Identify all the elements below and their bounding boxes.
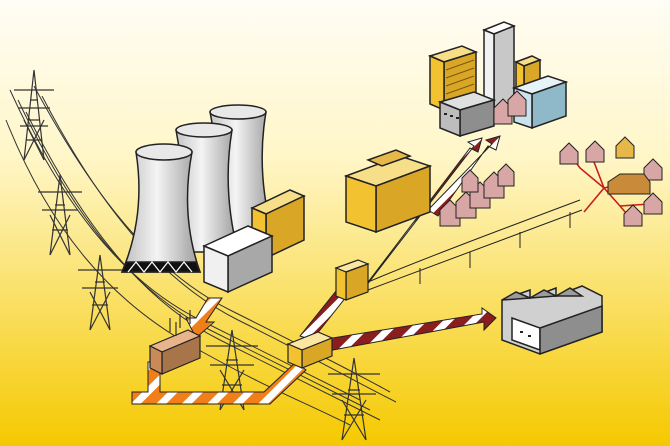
arrow-plant-to-substation — [185, 297, 223, 339]
substation-small-1 — [286, 331, 334, 369]
transmission-tower-icon — [14, 69, 380, 441]
cooling-towers-icon — [120, 104, 273, 273]
village — [559, 136, 663, 227]
pylon-3 — [78, 254, 122, 331]
distribution-building — [343, 149, 433, 234]
pylon-2 — [38, 174, 82, 256]
houses-icon — [439, 163, 515, 227]
city-houses — [493, 90, 527, 125]
factory-icon — [501, 285, 603, 356]
village-houses — [559, 136, 663, 227]
distribution-lines — [367, 199, 583, 291]
substation-small-2 — [334, 259, 370, 301]
arrow-to-city — [349, 137, 483, 291]
tower-gray — [437, 91, 497, 138]
transformer-icon — [148, 259, 370, 375]
house-cluster-mid — [439, 163, 515, 227]
cooling-tower-1 — [120, 143, 202, 273]
arrow-to-factory — [319, 307, 497, 353]
tower-blue — [511, 75, 569, 130]
plant-building-white — [202, 225, 274, 294]
pylon-1 — [14, 69, 54, 161]
arrow-substation-loop — [131, 361, 307, 405]
plant-buildings — [202, 189, 306, 294]
skyscrapers-icon — [427, 21, 569, 138]
substation-main — [148, 310, 202, 375]
pylon-5 — [328, 357, 380, 441]
pylon-4 — [206, 329, 258, 411]
